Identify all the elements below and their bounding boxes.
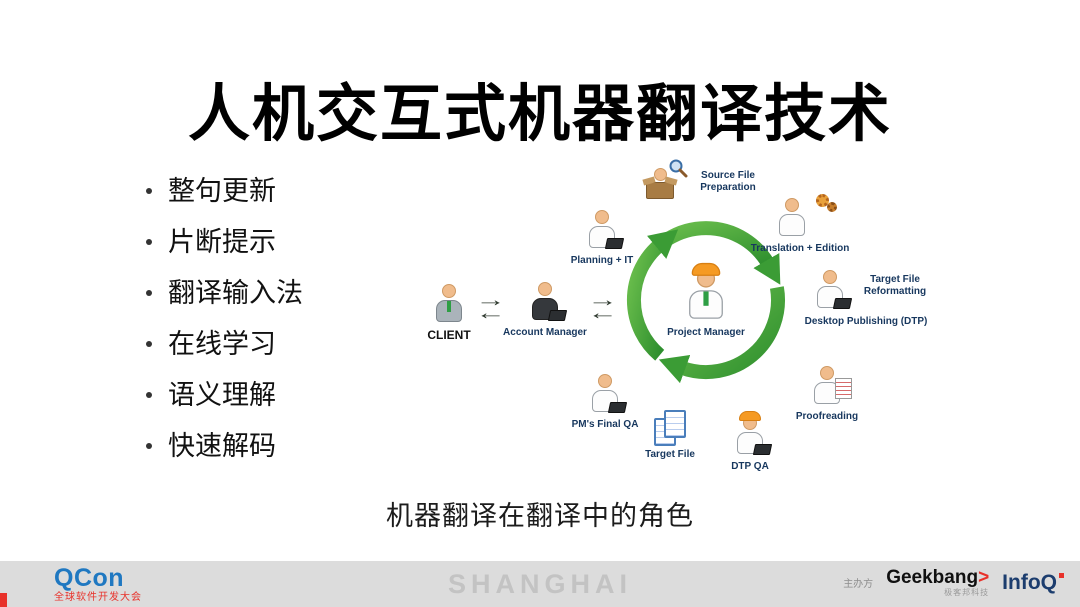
node-dtp-qa: DTP QA	[715, 416, 785, 473]
infoq-logo-text: InfoQ	[1002, 571, 1057, 594]
swap-arrows-icon: → ←	[587, 290, 618, 324]
target-file-documents-icon	[654, 410, 686, 446]
infoq-logo: InfoQ	[1002, 572, 1064, 593]
proofreading-person-icon	[810, 366, 852, 408]
shanghai-watermark: SHANGHAI	[447, 569, 632, 599]
planning-person-icon	[585, 210, 619, 252]
swap-arrows-icon: → ←	[475, 290, 506, 324]
node-project-manager: Project Manager	[662, 269, 750, 339]
bullet-dot-icon	[146, 341, 152, 347]
node-proofreading-label: Proofreading	[795, 411, 859, 422]
node-dtp-qa-label: DTP QA	[731, 461, 769, 472]
node-target-file-reformatting-label: Target File Reformatting	[863, 274, 927, 297]
node-source-file-preparation-label: Source File Preparation	[700, 170, 756, 193]
bullet-dot-icon	[146, 239, 152, 245]
organizer-logos: 主办方 Geekbang> 极客邦科技 InfoQ	[843, 568, 1064, 597]
gears-icon	[816, 194, 837, 212]
workflow-diagram: CLIENT → ← Account Manager → ← Planning …	[385, 158, 960, 480]
client-person-icon	[432, 284, 466, 326]
node-translation-edition-label: Translation + Edition	[750, 243, 850, 254]
infoq-accent-icon	[1059, 573, 1064, 578]
geekbang-tagline: 极客邦科技	[944, 588, 990, 597]
node-target-file-reformatting: Target File Reformatting	[813, 270, 937, 312]
node-pm-final-qa-label: PM's Final QA	[571, 419, 639, 430]
magnifier-icon	[669, 159, 688, 178]
proof-document-icon	[835, 378, 852, 399]
bullet-list: 整句更新 片断提示 翻译输入法 在线学习 语义理解 快速解码	[146, 176, 303, 482]
node-desktop-publishing: Desktop Publishing (DTP)	[799, 316, 933, 328]
bullet-text: 片断提示	[168, 227, 276, 257]
node-account-manager: Account Manager	[503, 282, 587, 339]
bullet-item: 快速解码	[146, 431, 303, 461]
bullet-text: 语义理解	[168, 380, 276, 410]
account-manager-person-icon	[528, 282, 562, 324]
footer-bar: QCon 全球软件开发大会 SHANGHAI 主办方 Geekbang> 极客邦…	[0, 561, 1080, 607]
red-accent	[0, 593, 7, 607]
bullet-text: 整句更新	[168, 176, 276, 206]
node-planning-it-label: Planning + IT	[570, 255, 634, 266]
organizer-label: 主办方	[843, 579, 874, 590]
node-client-label: CLIENT	[427, 328, 471, 342]
bullet-item: 在线学习	[146, 329, 303, 359]
translation-people-icon	[775, 194, 837, 240]
reformatting-person-icon	[813, 270, 847, 312]
slide-title: 人机交互式机器翻译技术	[187, 79, 892, 149]
pm-final-qa-person-icon	[588, 374, 622, 416]
qcon-tagline: 全球软件开发大会	[54, 592, 142, 603]
node-target-file: Target File	[633, 410, 707, 461]
cycle-arrows-icon	[626, 221, 785, 384]
diagram-caption: 机器翻译在翻译中的角色	[386, 501, 694, 531]
geekbang-logo: Geekbang> 极客邦科技	[886, 568, 989, 597]
bullet-dot-icon	[146, 443, 152, 449]
geekbang-arrow-icon: >	[978, 567, 990, 588]
geekbang-logo-text: Geekbang	[886, 567, 979, 588]
bullet-item: 整句更新	[146, 176, 303, 206]
node-proofreading: Proofreading	[787, 366, 867, 423]
bullet-text: 在线学习	[168, 329, 276, 359]
bullet-item: 翻译输入法	[146, 278, 303, 308]
bullet-item: 语义理解	[146, 380, 303, 410]
bullet-text: 快速解码	[168, 431, 276, 461]
qcon-logo-text: QCon	[54, 564, 125, 592]
bullet-dot-icon	[146, 392, 152, 398]
bullet-item: 片断提示	[146, 227, 303, 257]
bullet-dot-icon	[146, 290, 152, 296]
node-target-file-label: Target File	[645, 449, 695, 460]
project-manager-person-icon	[684, 269, 728, 324]
bullet-text: 翻译输入法	[168, 278, 303, 308]
dtp-qa-person-icon	[733, 416, 767, 458]
node-account-manager-label: Account Manager	[503, 327, 587, 338]
node-desktop-publishing-label: Desktop Publishing (DTP)	[804, 316, 928, 327]
node-source-file-preparation: Source File Preparation	[640, 159, 770, 206]
source-prep-box-icon	[640, 159, 688, 206]
node-translation-edition: Translation + Edition	[745, 194, 855, 255]
qcon-logo: QCon 全球软件开发大会	[54, 566, 142, 603]
node-client: CLIENT	[407, 284, 491, 343]
node-project-manager-label: Project Manager	[667, 327, 745, 338]
node-pm-final-qa: PM's Final QA	[565, 374, 645, 431]
node-planning-it: Planning + IT	[553, 210, 651, 267]
bullet-dot-icon	[146, 188, 152, 194]
